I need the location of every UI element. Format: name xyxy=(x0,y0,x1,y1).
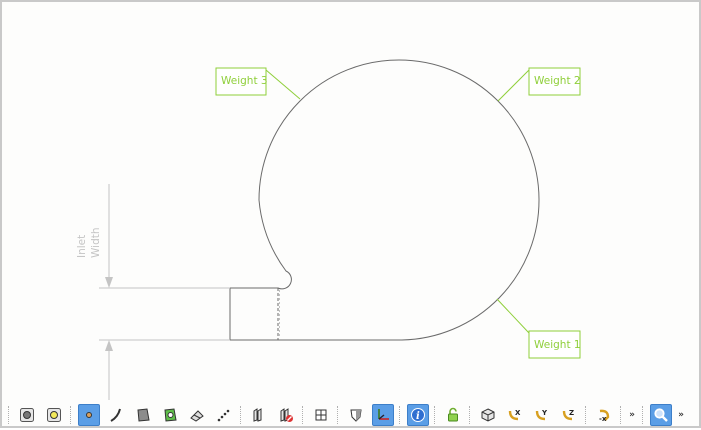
edge-select-icon[interactable] xyxy=(105,404,127,426)
toolbar-separator xyxy=(585,406,587,424)
weight-1-leader xyxy=(496,298,530,334)
svg-text:Z: Z xyxy=(569,409,574,417)
rotate-z-icon[interactable]: Z xyxy=(558,404,580,426)
delete-slice-icon[interactable] xyxy=(275,404,297,426)
point-view-icon[interactable] xyxy=(16,404,38,426)
dimension-label-line2: Width xyxy=(90,227,102,258)
toolbar-overflow-button[interactable]: » xyxy=(629,410,635,420)
dimension-arrowhead-bottom xyxy=(105,340,113,351)
weight-2-leader xyxy=(497,69,530,102)
face-color-icon[interactable] xyxy=(159,404,181,426)
weight-1-box[interactable] xyxy=(528,330,581,359)
weight-3-box[interactable] xyxy=(215,67,267,96)
info-icon[interactable]: i xyxy=(406,404,429,426)
weight-1-label: Weight 1 xyxy=(534,339,581,351)
axis-icon[interactable] xyxy=(371,404,394,426)
toolbar-separator xyxy=(399,406,401,424)
weight-3-leader xyxy=(265,69,301,100)
svg-text:X: X xyxy=(515,409,521,417)
toolbar-separator xyxy=(469,406,471,424)
shield-icon[interactable] xyxy=(345,404,367,426)
toolbar-separator xyxy=(70,406,72,424)
surface-icon[interactable] xyxy=(186,404,208,426)
vertex-select-icon[interactable] xyxy=(77,404,100,426)
volute-curve xyxy=(229,59,540,341)
point-display-icon[interactable] xyxy=(43,404,65,426)
weight-2-label: Weight 2 xyxy=(534,75,581,87)
face-select-icon[interactable] xyxy=(132,404,154,426)
weight-2-box[interactable] xyxy=(528,67,581,96)
toolbar-separator xyxy=(337,406,339,424)
zoom-icon[interactable] xyxy=(649,404,672,426)
split-icon[interactable] xyxy=(310,404,332,426)
toolbar-separator xyxy=(240,406,242,424)
weight-3-label: Weight 3 xyxy=(221,75,268,87)
dimension-label-line1: Inlet xyxy=(76,235,88,258)
view-cube-icon[interactable] xyxy=(477,404,499,426)
toolbar-grip[interactable] xyxy=(8,406,10,424)
svg-text:-x: -x xyxy=(599,415,607,423)
toolbar-separator xyxy=(620,406,622,424)
toolbar-separator xyxy=(302,406,304,424)
dimension-arrowhead-top xyxy=(105,277,113,288)
rotate-neg-x-icon[interactable]: -x xyxy=(593,404,615,426)
toolbar-overflow-button-2[interactable]: » xyxy=(678,410,684,420)
sketch-slice-icon[interactable] xyxy=(248,404,270,426)
mesh-points-icon[interactable] xyxy=(213,404,235,426)
rotate-x-icon[interactable]: X xyxy=(504,404,526,426)
rotate-y-icon[interactable]: Y xyxy=(531,404,553,426)
svg-text:i: i xyxy=(416,411,420,422)
toolbar-grip[interactable] xyxy=(642,406,644,424)
bottom-toolbar: i X Y Z -x » » xyxy=(5,401,701,429)
lock-icon[interactable] xyxy=(442,404,464,426)
toolbar-separator xyxy=(434,406,436,424)
svg-text:Y: Y xyxy=(541,409,548,417)
